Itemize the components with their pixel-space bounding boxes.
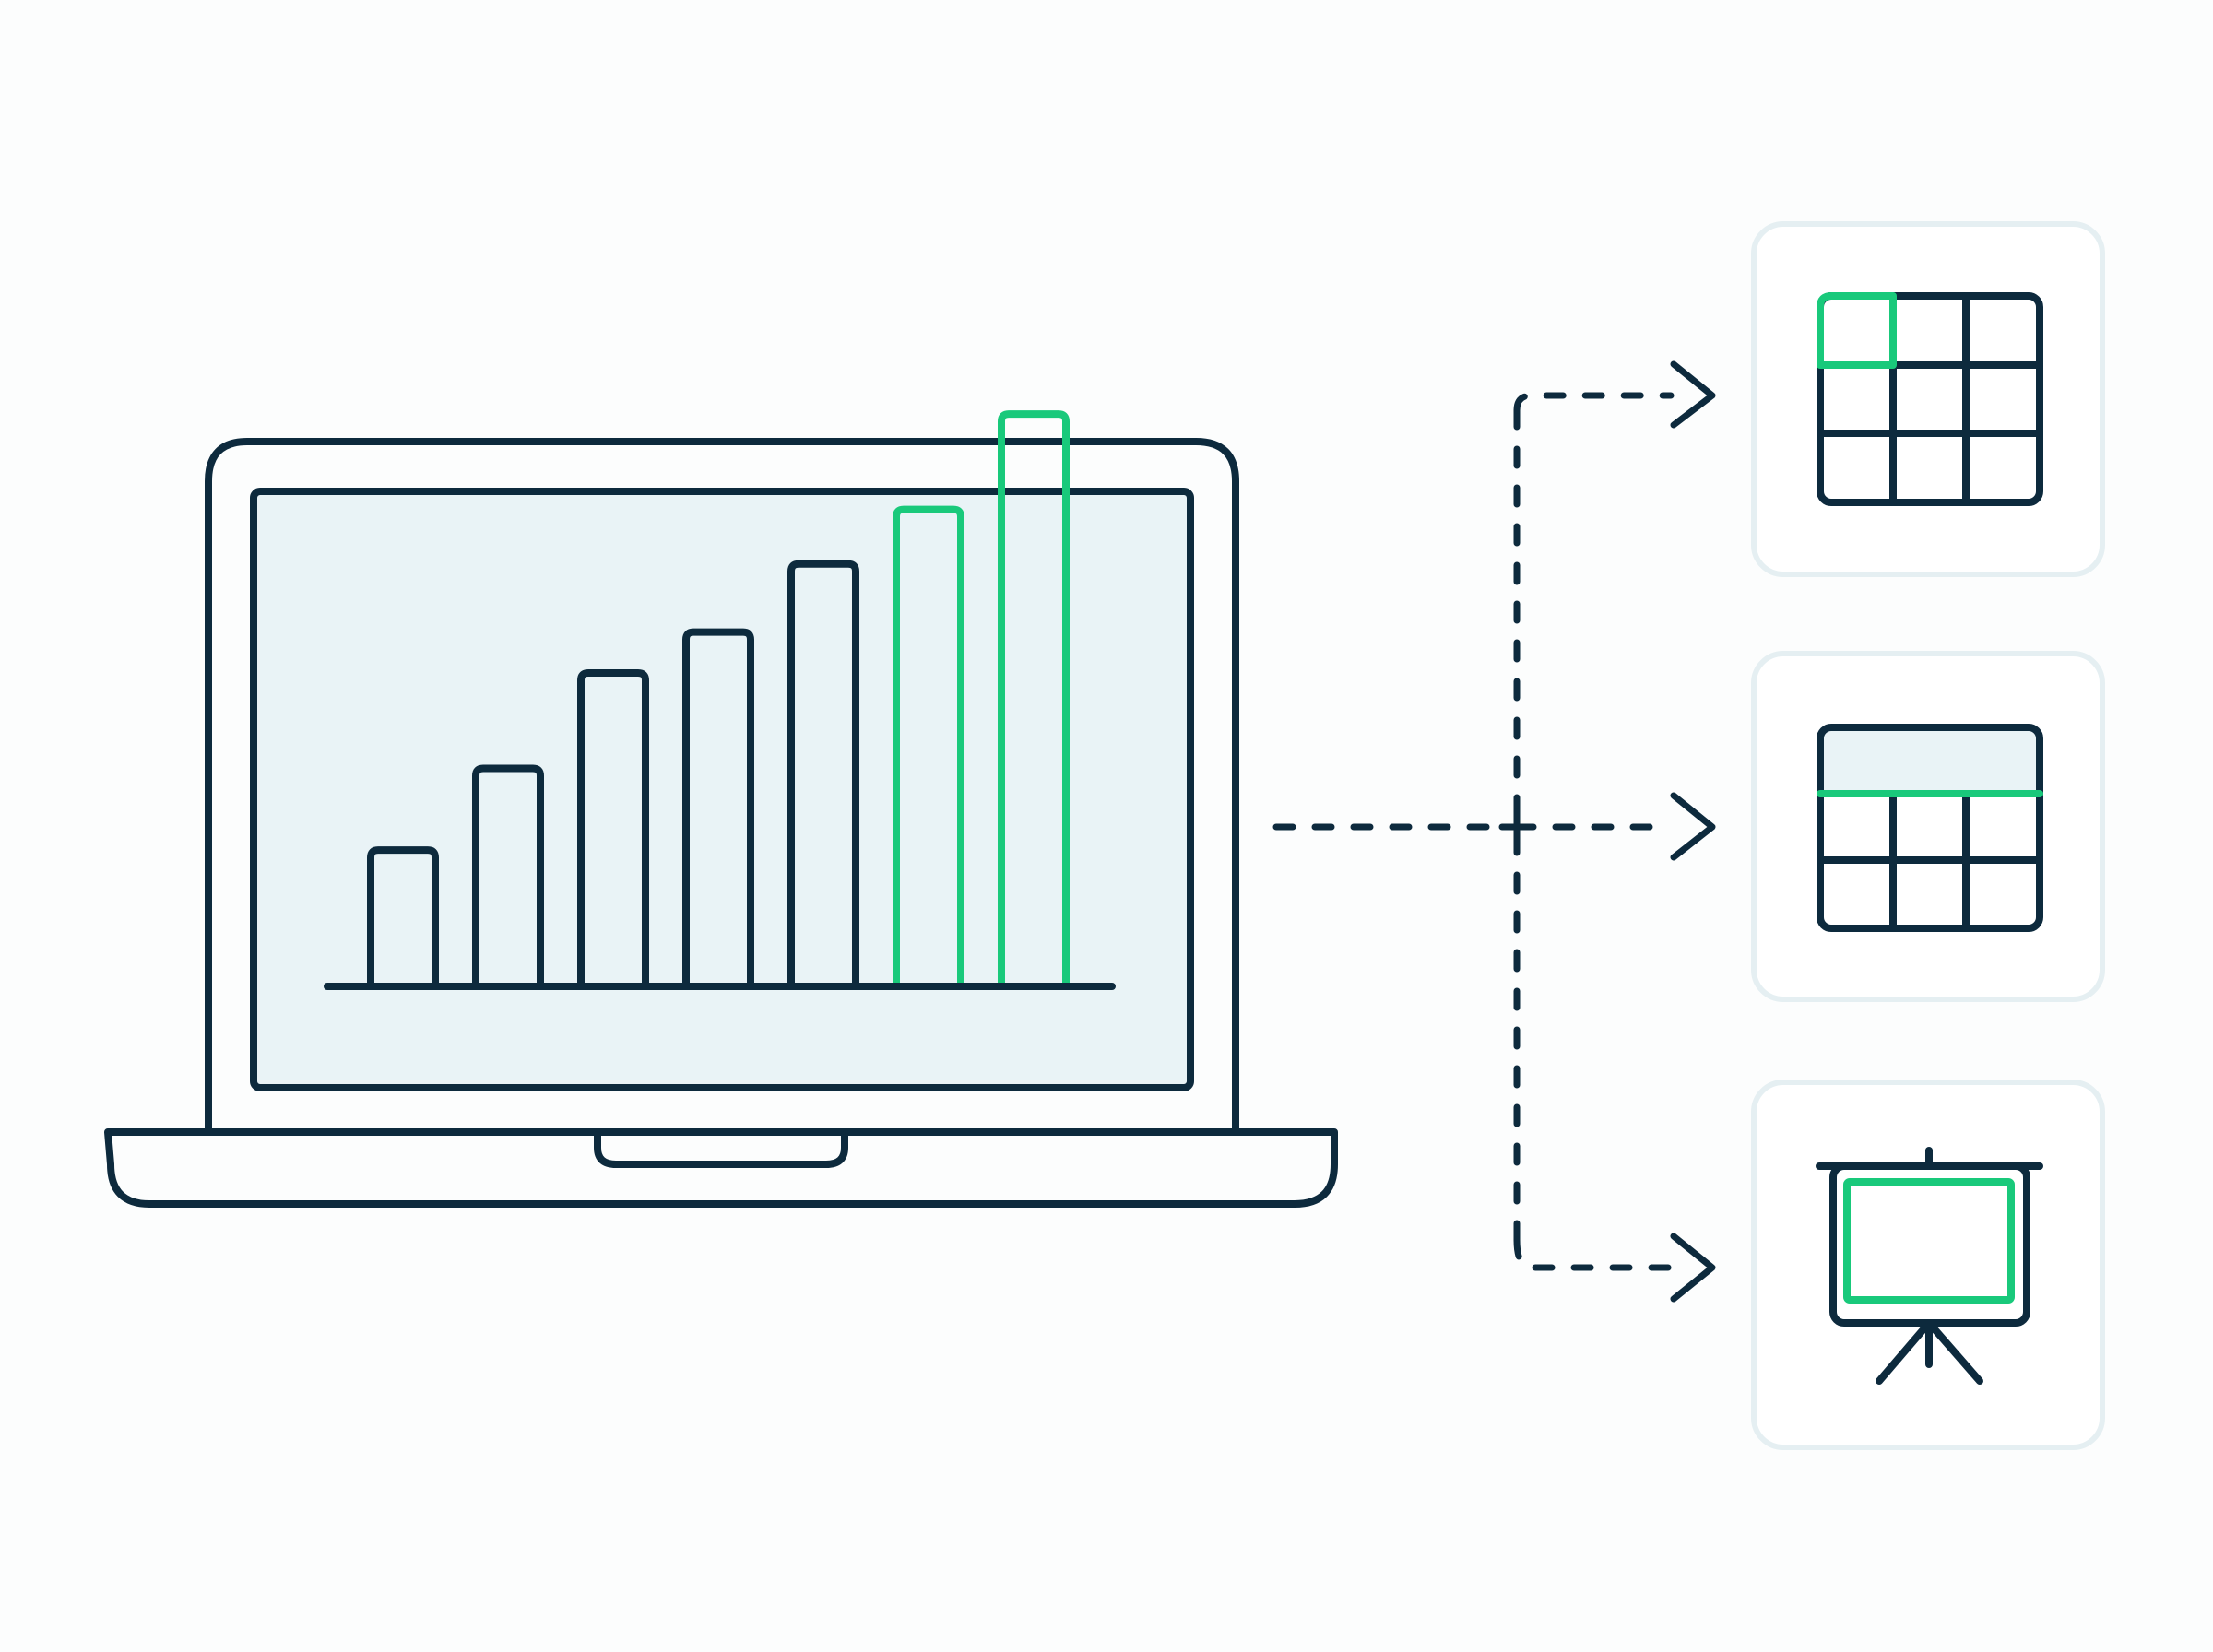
chart-bar xyxy=(998,410,1070,986)
dashed-connectors xyxy=(1272,392,1675,1271)
arrow-head-icon xyxy=(1670,792,1716,861)
output-cards xyxy=(1751,221,2105,1450)
connector-branch-3 xyxy=(1513,1236,1675,1271)
chart-bar xyxy=(577,669,649,986)
spreadsheet-icon xyxy=(1817,292,2043,506)
arrow-head-icon xyxy=(1670,360,1716,429)
table-header-icon xyxy=(1817,724,2043,932)
laptop-icon xyxy=(104,438,1338,1208)
junction-cross xyxy=(1498,808,1535,845)
output-card-spreadsheet xyxy=(1751,221,2105,577)
chart-bar xyxy=(472,764,544,986)
highlighted-slide xyxy=(1843,1178,2015,1304)
bar-chart xyxy=(324,410,1116,990)
output-card-table xyxy=(1751,651,2105,1002)
chart-bar xyxy=(367,846,439,986)
chart-bar xyxy=(787,560,859,986)
laptop-notch xyxy=(594,1131,848,1168)
chart-bar xyxy=(682,628,754,986)
connector-branch-1 xyxy=(1513,392,1675,414)
presentation-icon xyxy=(1816,1147,2043,1385)
table-header-fill xyxy=(1820,727,2040,794)
chart-bar xyxy=(893,505,964,986)
highlighted-cell xyxy=(1817,292,1897,369)
connector-arrowheads xyxy=(1498,360,1716,1303)
laptop-base xyxy=(104,1128,1338,1208)
arrow-head-icon xyxy=(1670,1233,1716,1303)
output-card-presentation xyxy=(1751,1080,2105,1450)
laptop-screen xyxy=(250,488,1194,1092)
